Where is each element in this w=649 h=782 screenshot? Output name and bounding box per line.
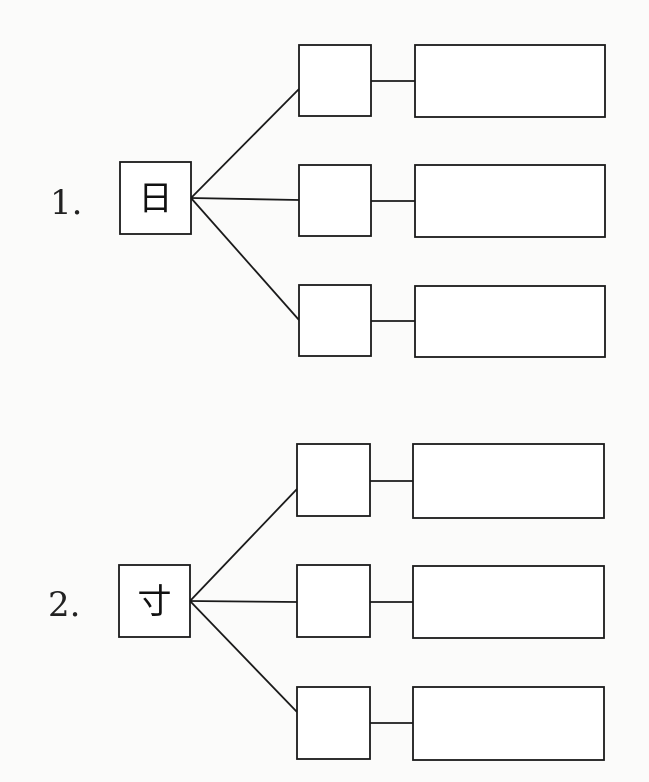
word-answer-box[interactable] xyxy=(414,285,606,358)
component-answer-box[interactable] xyxy=(298,284,372,357)
connector-line xyxy=(189,600,298,603)
exercise-number: 2. xyxy=(48,585,80,625)
word-answer-box[interactable] xyxy=(412,443,605,519)
connector-line xyxy=(189,600,298,713)
connector-line xyxy=(189,488,298,602)
component-answer-box[interactable] xyxy=(298,44,372,117)
connector-line xyxy=(190,197,300,321)
exercise-number: 1. xyxy=(50,183,82,223)
root-character-box xyxy=(119,161,192,235)
word-answer-box[interactable] xyxy=(412,565,605,639)
component-answer-box[interactable] xyxy=(296,564,371,638)
root-character: 寸 xyxy=(138,582,172,622)
word-answer-box[interactable] xyxy=(412,686,605,761)
component-answer-box[interactable] xyxy=(296,443,371,517)
word-answer-box[interactable] xyxy=(414,164,606,238)
connector-line xyxy=(190,88,300,199)
exercise-2: 2. 寸 xyxy=(48,443,605,761)
root-character-box xyxy=(118,564,191,638)
exercise-1: 1. 日 xyxy=(50,44,606,358)
connector-line xyxy=(190,197,300,201)
word-answer-box[interactable] xyxy=(414,44,606,118)
component-answer-box[interactable] xyxy=(296,686,371,760)
root-character: 日 xyxy=(139,179,173,219)
component-answer-box[interactable] xyxy=(298,164,372,237)
